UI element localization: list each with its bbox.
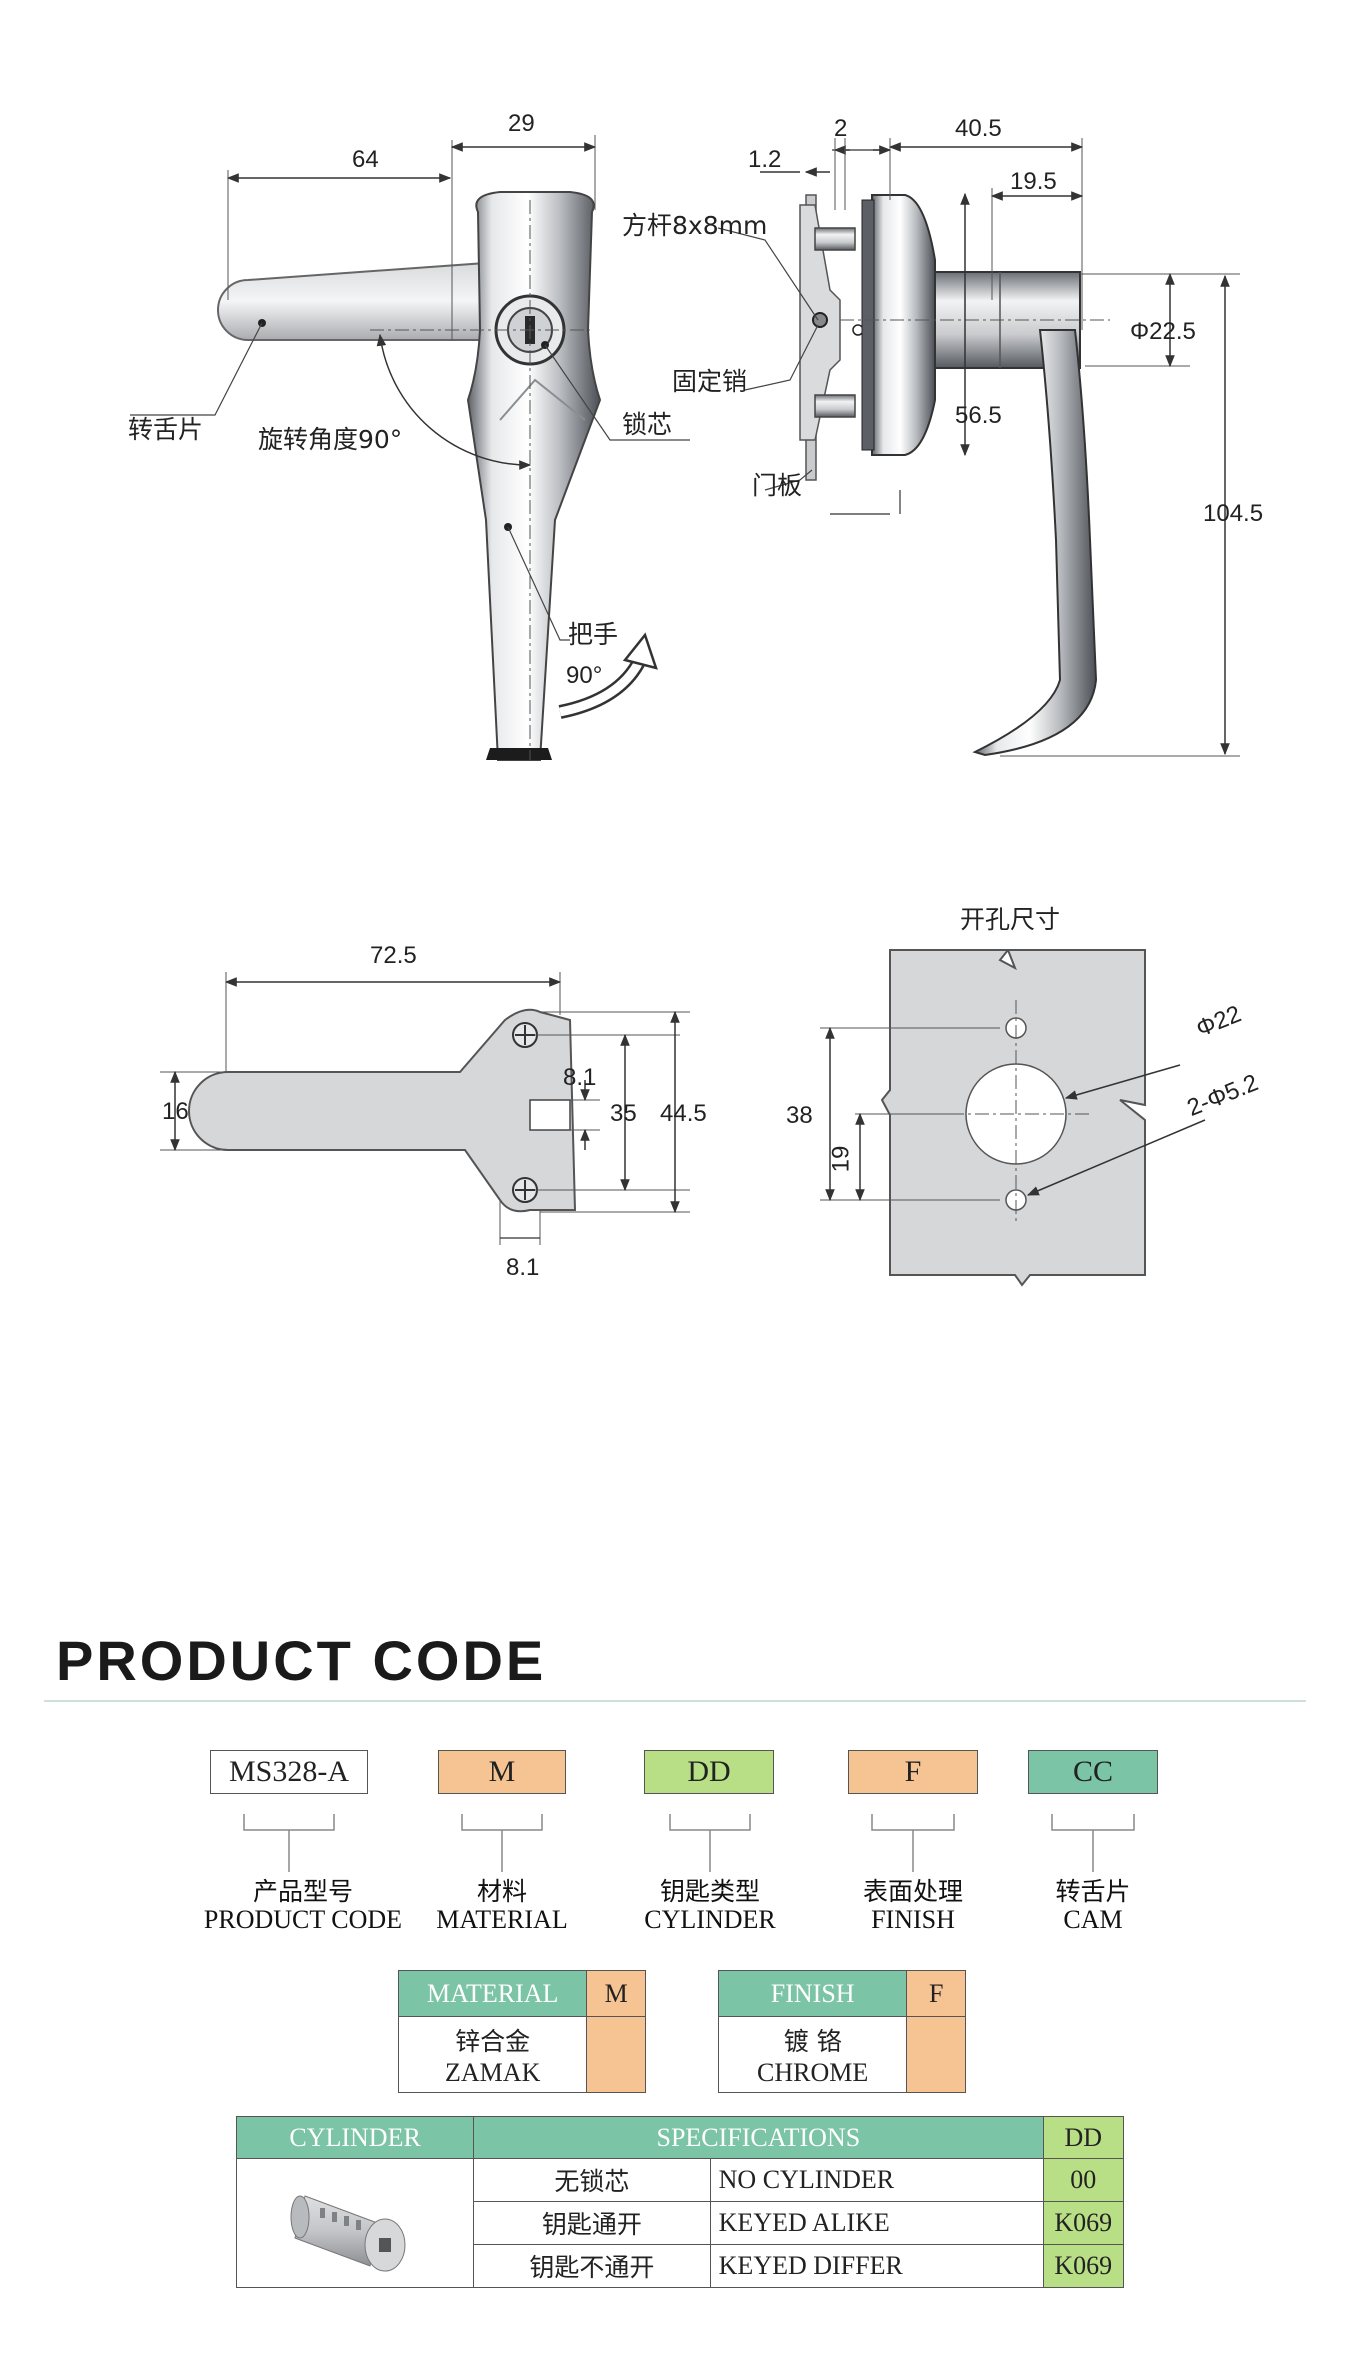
label-material: 材料 MATERIAL xyxy=(420,1878,584,1934)
cylinder-table-header-cylinder: CYLINDER xyxy=(235,2116,475,2159)
cylinder-table-header-code: DD xyxy=(1042,2116,1124,2159)
label-material-en: MATERIAL xyxy=(436,1905,568,1934)
dim-1-2: 1.2 xyxy=(748,146,782,173)
label-material-zh: 材料 xyxy=(476,1877,527,1906)
dim-35: 35 xyxy=(610,1100,637,1127)
dim-8-1-a: 8.1 xyxy=(563,1064,597,1091)
callout-cylinder: 锁芯 xyxy=(622,410,673,439)
callout-fixing-pin: 固定销 xyxy=(672,367,748,396)
code-box-cam: CC xyxy=(1028,1750,1158,1794)
dim-104-5: 104.5 xyxy=(1203,500,1264,527)
material-value-zh: 锌合金 xyxy=(455,2026,531,2056)
material-value-en: ZAMAK xyxy=(445,2057,541,2087)
cutout-title: 开孔尺寸 xyxy=(960,905,1061,934)
side-handle xyxy=(972,329,1098,757)
finish-value-en: CHROME xyxy=(757,2057,869,2087)
label-cam-zh: 转舌片 xyxy=(1055,1877,1131,1906)
label-cylinder: 钥匙类型 CYLINDER xyxy=(626,1878,794,1934)
heading-divider xyxy=(44,1700,1306,1702)
cylinder-image xyxy=(290,2194,406,2271)
cylinder-row-2-zh: 钥匙通开 xyxy=(473,2201,711,2245)
callout-square-bar: 方杆8x8mm xyxy=(622,211,768,240)
callout-handle-angle: 90° xyxy=(566,662,603,689)
label-product-code: 产品型号 PRODUCT CODE xyxy=(190,1878,416,1934)
cylinder-row-3-code: K069 xyxy=(1042,2244,1124,2288)
dim-19-5: 19.5 xyxy=(1010,168,1057,195)
side-view xyxy=(717,138,1240,757)
cylinder-table-header-specs: SPECIFICATIONS xyxy=(473,2116,1044,2159)
cylinder-row-3-en: KEYED DIFFER xyxy=(709,2244,1044,2288)
label-cylinder-zh: 钥匙类型 xyxy=(659,1877,760,1906)
dim-phi-22-5: Φ22.5 xyxy=(1130,318,1196,345)
label-cam: 转舌片 CAM xyxy=(1020,1878,1166,1934)
technical-drawings xyxy=(130,135,1240,1287)
material-table-code-cell xyxy=(586,2016,646,2093)
dim-38: 38 xyxy=(786,1102,813,1129)
dim-44-5: 44.5 xyxy=(660,1100,707,1127)
code-box-finish: F xyxy=(848,1750,978,1794)
cylinder-row-2-code: K069 xyxy=(1042,2201,1124,2245)
finish-table-code-cell xyxy=(906,2016,966,2093)
cam-plate xyxy=(217,260,501,341)
callout-cam: 转舌片 xyxy=(128,415,204,444)
product-code-heading: PRODUCT CODE xyxy=(56,1629,547,1692)
dim-72-5: 72.5 xyxy=(370,942,417,969)
front-view xyxy=(130,135,690,761)
dim-56-5: 56.5 xyxy=(955,402,1002,429)
label-cylinder-en: CYLINDER xyxy=(644,1905,776,1934)
finish-table-header: FINISH xyxy=(717,1970,908,2017)
label-cam-en: CAM xyxy=(1063,1905,1123,1934)
cam-view xyxy=(160,972,690,1245)
callout-door-panel: 门板 xyxy=(752,471,803,500)
label-product-code-zh: 产品型号 xyxy=(252,1877,353,1906)
cylinder-row-1-en: NO CYLINDER xyxy=(709,2158,1044,2202)
label-finish-en: FINISH xyxy=(871,1905,955,1934)
material-table-header: MATERIAL xyxy=(397,1970,588,2017)
dim-40-5: 40.5 xyxy=(955,115,1002,142)
label-finish: 表面处理 FINISH xyxy=(830,1878,996,1934)
finish-table-code: F xyxy=(906,1970,966,2017)
dim-64: 64 xyxy=(352,146,379,173)
dim-2: 2 xyxy=(834,115,848,142)
code-box-product: MS328-A xyxy=(210,1750,368,1794)
code-box-material: M xyxy=(438,1750,566,1794)
cylinder-table: CYLINDER SPECIFICATIONS DD 无锁芯 NO CYLIND… xyxy=(235,2116,1124,2288)
finish-table-value: 镀 铬 CHROME xyxy=(717,2016,908,2093)
dim-29: 29 xyxy=(508,110,535,137)
material-table-code: M xyxy=(586,1970,646,2017)
cutout-view xyxy=(820,949,1206,1287)
code-box-cylinder: DD xyxy=(644,1750,774,1794)
material-table-value: 锌合金 ZAMAK xyxy=(397,2016,588,2093)
cylinder-image-cell xyxy=(235,2158,475,2288)
label-finish-zh: 表面处理 xyxy=(862,1877,963,1906)
finish-value-zh: 镀 铬 xyxy=(783,2026,842,2056)
callout-rotation: 旋转角度90° xyxy=(258,425,403,454)
callout-handle: 把手 xyxy=(568,620,619,649)
cylinder-row-1-code: 00 xyxy=(1042,2158,1124,2202)
cam-outline xyxy=(188,1008,577,1213)
label-product-code-en: PRODUCT CODE xyxy=(203,1905,403,1934)
cylinder-row-1-zh: 无锁芯 xyxy=(473,2158,711,2202)
finish-table: FINISH F 镀 铬 CHROME xyxy=(717,1970,966,2093)
cylinder-row-3-zh: 钥匙不通开 xyxy=(473,2244,711,2288)
material-table: MATERIAL M 锌合金 ZAMAK xyxy=(397,1970,646,2093)
dim-19: 19 xyxy=(827,1145,855,1173)
cylinder-row-2-en: KEYED ALIKE xyxy=(709,2201,1044,2245)
dim-8-1-b: 8.1 xyxy=(506,1254,540,1281)
dim-16: 16 xyxy=(162,1098,189,1125)
